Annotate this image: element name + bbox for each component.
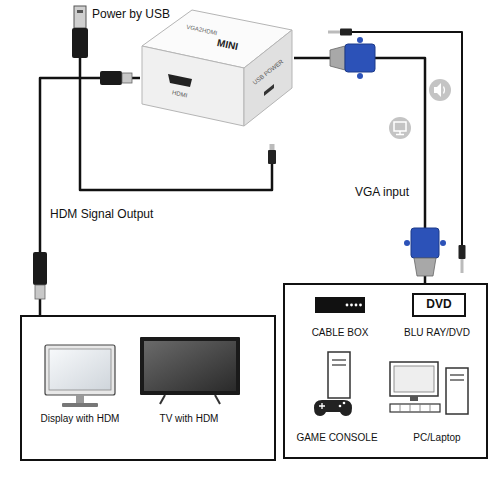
cable-box-icon bbox=[315, 297, 365, 313]
game-console-icon bbox=[339, 405, 342, 408]
housing-side bbox=[244, 30, 292, 126]
hdmi-plug bbox=[35, 285, 45, 299]
cable-label: Power by USB bbox=[92, 8, 170, 22]
vga-plug bbox=[357, 37, 363, 43]
cable-label: HDM Signal Output bbox=[50, 208, 153, 222]
pc-icon bbox=[450, 379, 464, 380]
pc-icon bbox=[390, 362, 438, 396]
vga-plug bbox=[440, 240, 446, 246]
dvd-logo: DVD bbox=[426, 298, 451, 312]
cable-box-icon bbox=[315, 297, 365, 313]
device-caption: Display with HDM bbox=[41, 413, 120, 425]
vga-plug bbox=[330, 37, 375, 79]
source-panel: CABLE BOX BLU RAY/DVD GAME CONSOLE PC/Lapto… bbox=[283, 283, 488, 459]
device-caption: CABLE BOX bbox=[312, 327, 369, 339]
usb-plug bbox=[72, 28, 88, 58]
device-caption: TV with HDM bbox=[160, 413, 219, 425]
cable-box-icon bbox=[355, 304, 358, 307]
hdmi-plug bbox=[33, 252, 47, 299]
display-monitor bbox=[62, 403, 98, 407]
vga-plug bbox=[414, 258, 436, 276]
display-monitor bbox=[45, 345, 115, 407]
device-caption: PC/Laptop bbox=[413, 432, 460, 444]
cable-label: VGA input bbox=[355, 186, 409, 200]
vga-plug bbox=[404, 228, 446, 276]
display-monitor bbox=[45, 345, 115, 395]
pc-icon bbox=[390, 362, 468, 414]
monitor-icon bbox=[396, 134, 404, 136]
pc-icon bbox=[394, 366, 434, 392]
vga-plug bbox=[357, 73, 363, 79]
micro-usb-plug bbox=[268, 150, 276, 164]
speaker-icon bbox=[429, 79, 451, 101]
converter-box: VGA2HDMIMINIHDMIUSB POWER bbox=[140, 8, 294, 130]
audio-plug bbox=[459, 245, 466, 273]
display-monitor bbox=[49, 349, 111, 390]
vga-plug bbox=[411, 228, 439, 258]
monitor-icon bbox=[394, 122, 406, 131]
usb-plug bbox=[72, 6, 88, 58]
cable-connector bbox=[294, 58, 425, 283]
micro-usb-plug bbox=[270, 144, 275, 150]
pc-icon bbox=[410, 396, 418, 401]
game-console-icon bbox=[343, 402, 346, 405]
audio-plug bbox=[461, 259, 464, 273]
pc-icon bbox=[450, 374, 464, 375]
cable-connector bbox=[40, 78, 140, 315]
vga-plug bbox=[404, 240, 410, 246]
speaker-icon bbox=[429, 79, 451, 101]
hdmi-plug bbox=[100, 71, 122, 85]
cable-box-icon bbox=[346, 304, 349, 307]
audio-plug bbox=[459, 245, 466, 259]
audio-plug bbox=[328, 29, 352, 36]
audio-plug bbox=[328, 31, 340, 34]
hdmi-plug bbox=[122, 73, 132, 83]
vga-plug bbox=[345, 44, 375, 72]
hdmi-plug bbox=[100, 71, 132, 85]
monitor-icon bbox=[399, 131, 401, 134]
tv-set bbox=[140, 337, 240, 404]
display-monitor bbox=[76, 395, 84, 403]
tv-set bbox=[160, 395, 165, 404]
housing-front bbox=[142, 46, 244, 126]
speaker-icon bbox=[434, 83, 441, 97]
cable-box-icon bbox=[350, 304, 353, 307]
game-console-icon bbox=[314, 352, 352, 416]
tv-set bbox=[144, 341, 236, 391]
game-console-icon bbox=[319, 403, 325, 409]
game-console-icon bbox=[328, 352, 350, 398]
monitor-icon bbox=[389, 117, 411, 139]
vga-plug bbox=[330, 46, 345, 70]
hdmi-plug bbox=[33, 252, 47, 285]
audio-plug bbox=[340, 29, 352, 36]
usb-plug bbox=[74, 6, 86, 28]
usb-port bbox=[264, 84, 274, 96]
game-console-icon bbox=[332, 359, 346, 360]
micro-usb-plug bbox=[268, 144, 276, 164]
speaker-icon bbox=[444, 87, 445, 94]
game-console-icon bbox=[314, 400, 352, 416]
dvd-box: DVD bbox=[412, 293, 466, 317]
device-caption: BLU RAY/DVD bbox=[404, 327, 470, 339]
monitor-icon bbox=[389, 117, 411, 139]
usb-plug bbox=[77, 10, 83, 13]
tv-set bbox=[140, 337, 240, 395]
game-console-icon bbox=[332, 364, 346, 365]
pc-icon bbox=[446, 368, 468, 414]
pc-icon bbox=[390, 404, 440, 412]
device-caption: GAME CONSOLE bbox=[296, 432, 377, 444]
tv-set bbox=[215, 395, 220, 404]
pc-icon bbox=[400, 404, 430, 412]
output-panel: Display with HDM TV with HDM bbox=[20, 315, 276, 461]
hdmi-port bbox=[168, 74, 192, 87]
cable-box-icon bbox=[359, 304, 362, 307]
